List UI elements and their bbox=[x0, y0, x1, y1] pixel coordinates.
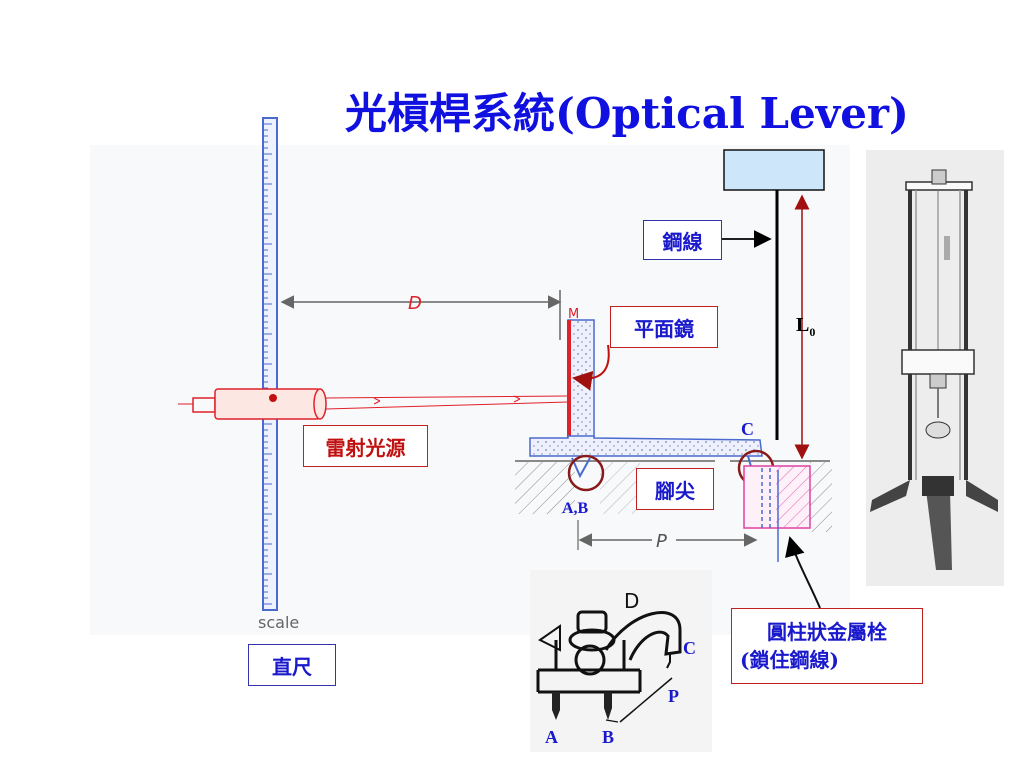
B-label: B bbox=[602, 727, 615, 747]
D-sketch-label: D bbox=[408, 293, 422, 314]
P-sketch-label: P bbox=[656, 531, 667, 552]
P-label-bottom: P bbox=[668, 686, 679, 706]
laser-source-sketch bbox=[178, 388, 327, 420]
ruler-scale: scale bbox=[258, 117, 299, 632]
ruler-ticks bbox=[263, 123, 272, 605]
page-title: 光槓桿系統(Optical Lever) bbox=[345, 89, 909, 138]
cylinder-metal-plug bbox=[743, 465, 811, 529]
mirror-pointer-arrow bbox=[572, 344, 610, 391]
laser-beams bbox=[325, 395, 569, 410]
cylinder-label-box: 圓柱狀金屬栓 (鎖住鋼線) bbox=[731, 608, 923, 684]
apparatus-photo bbox=[866, 150, 1004, 586]
foot-tip-label-box: 腳尖 bbox=[636, 468, 714, 510]
laser-source-label: 雷射光源 bbox=[325, 435, 406, 460]
C-label-top: C bbox=[741, 419, 754, 439]
cylinder-label-line1: 圓柱狀金屬栓 bbox=[767, 620, 887, 644]
scale-handwritten-label: scale bbox=[258, 613, 299, 632]
L0-label: L0 bbox=[796, 314, 816, 339]
foot-tip-AB bbox=[567, 454, 605, 492]
cylinder-pointer-arrow bbox=[785, 536, 821, 609]
A-label: A bbox=[545, 727, 558, 747]
foot-sketch-drawing: D bbox=[530, 570, 712, 752]
C-label-bottom: C bbox=[683, 638, 696, 658]
steel-wire-label-box: 鋼線 bbox=[643, 220, 722, 260]
M-sketch-label: M bbox=[568, 307, 579, 322]
cylinder-label-line2: (鎖住鋼線) bbox=[740, 648, 839, 672]
flat-mirror-label: 平面鏡 bbox=[634, 316, 694, 341]
flat-mirror-label-box: 平面鏡 bbox=[610, 306, 718, 348]
distance-D-dimension: D bbox=[280, 290, 562, 340]
distance-P-dimension: P bbox=[577, 470, 779, 562]
ruler-label-box: 直尺 bbox=[248, 644, 336, 686]
AB-label: A,B bbox=[562, 500, 589, 517]
apparatus-photo-drawing bbox=[866, 150, 1004, 586]
foot-sketch-photo: D bbox=[530, 570, 712, 752]
D-small-sketch-label: D bbox=[624, 589, 639, 613]
wire-support bbox=[723, 149, 825, 440]
steel-wire-label: 鋼線 bbox=[662, 229, 703, 254]
sketch-paper bbox=[90, 145, 850, 635]
ruler-label: 直尺 bbox=[272, 654, 312, 679]
foot-tip-label: 腳尖 bbox=[655, 478, 695, 503]
ground-table bbox=[515, 460, 832, 532]
laser-source-label-box: 雷射光源 bbox=[303, 425, 428, 467]
